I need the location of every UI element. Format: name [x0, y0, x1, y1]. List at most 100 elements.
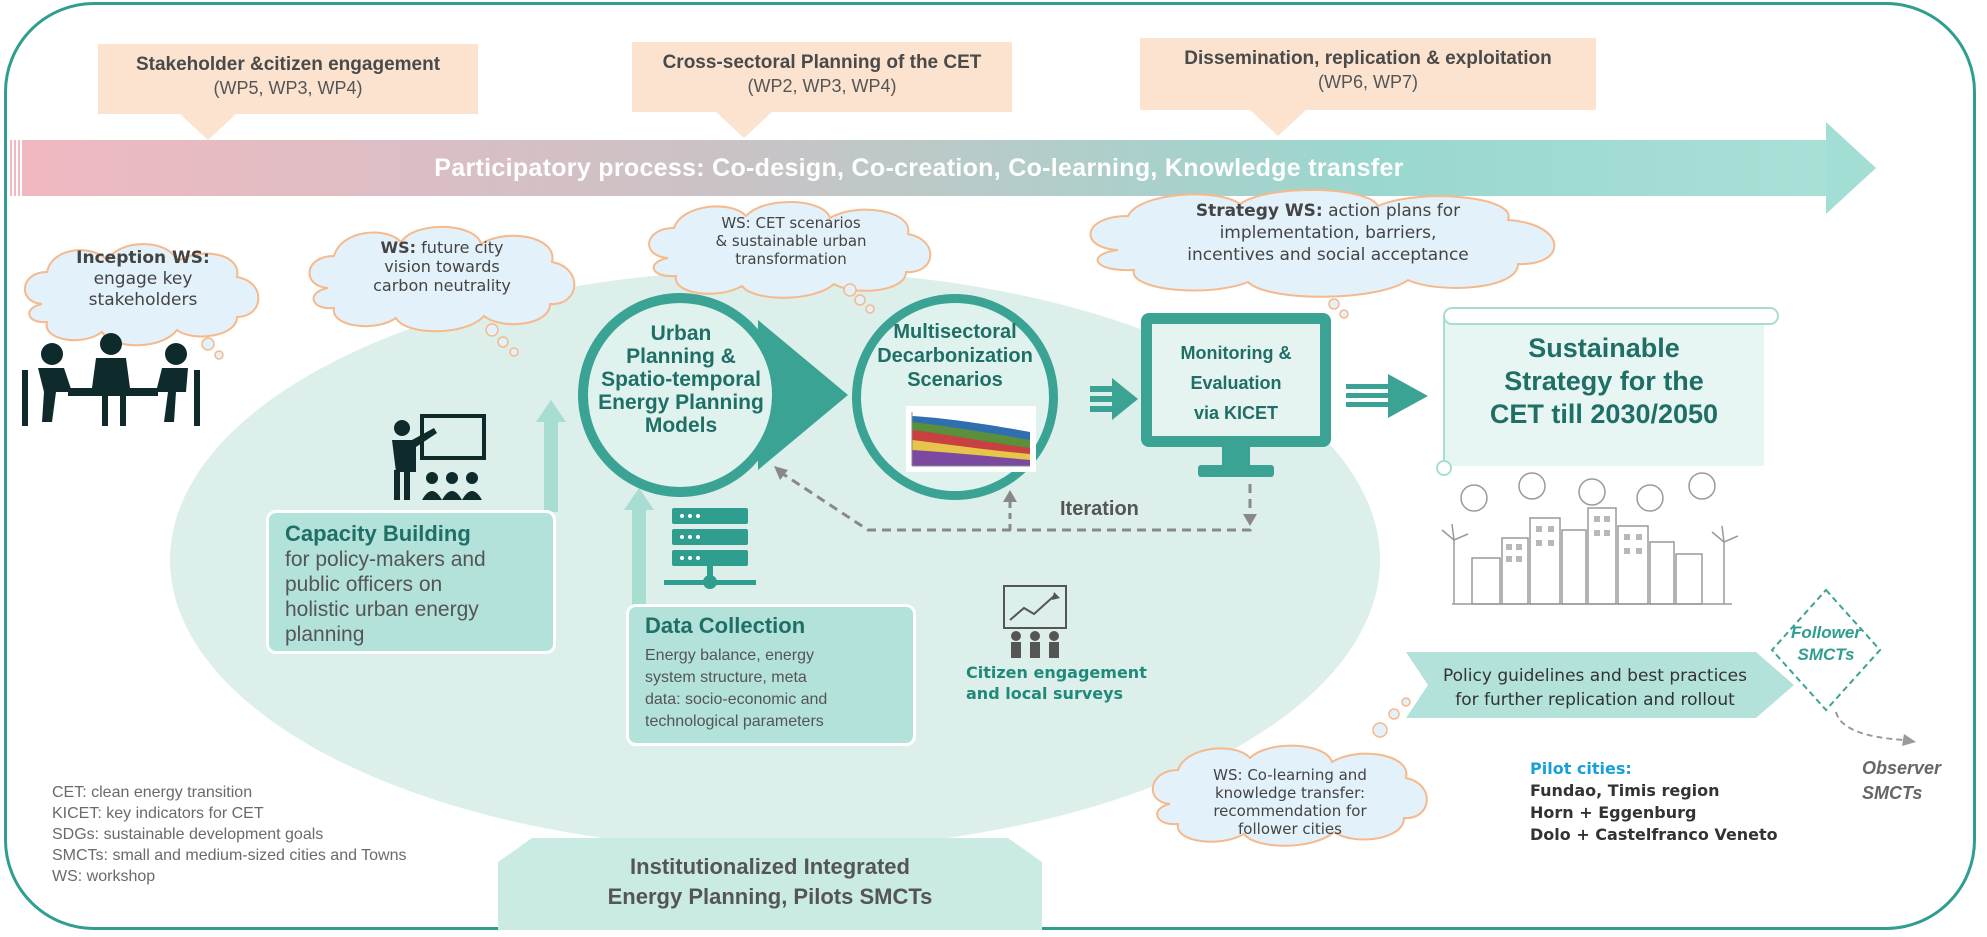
legend-item: CET: clean energy transition: [52, 784, 253, 801]
urban-line: Energy Planning: [598, 391, 764, 414]
colearn-line: WS: Co-learning and: [1213, 766, 1367, 784]
urban-line: Models: [644, 414, 718, 437]
arrow-stripes: [10, 140, 24, 196]
data-collection-title: Data Collection: [645, 613, 806, 638]
capacity-line: public officers on: [285, 573, 443, 596]
follower-line: Follower: [1791, 623, 1861, 642]
future-line: future city: [416, 238, 504, 257]
wp-title: Stakeholder &citizen engagement: [135, 54, 441, 75]
cet-line: & sustainable urban: [715, 232, 867, 250]
right-arrow-icon: [1346, 374, 1428, 418]
institutional-line: Energy Planning, Pilots SMCTs: [607, 884, 933, 909]
multisectoral-line: Scenarios: [907, 369, 1003, 391]
wp-box-planning: Cross-sectoral Planning of the CET (WP2,…: [632, 42, 1012, 112]
citizen-line: Citizen engagement: [966, 663, 1147, 682]
monitoring-line: Evaluation: [1190, 373, 1282, 393]
wp-title: Cross-sectoral Planning of the CET: [662, 52, 982, 73]
legend-item: SDGs: sustainable development goals: [52, 826, 324, 843]
data-collection-box: Data Collection Energy balance, energy s…: [626, 604, 916, 746]
wp-title: Dissemination, replication & exploitatio…: [1184, 48, 1552, 69]
wp-pointer: [716, 112, 772, 138]
capacity-line: planning: [285, 623, 365, 646]
urban-planning-shape: [578, 293, 848, 497]
monitoring-line: via KICET: [1193, 403, 1279, 423]
observer-smcts-label: Observer SMCTs: [1862, 756, 1941, 806]
wp-box-dissemination: Dissemination, replication & exploitatio…: [1140, 38, 1596, 110]
urban-line: Planning &: [626, 345, 736, 368]
capacity-line: holistic urban energy: [285, 598, 479, 621]
inception-line: engage key: [93, 269, 193, 289]
colearn-line: recommendation for: [1213, 802, 1367, 820]
cloud-icon: [24, 243, 260, 360]
legend-item: SMCTs: small and medium-sized cities and…: [52, 847, 407, 864]
scroll-banner-icon: [1436, 307, 1779, 476]
data-collection-line: technological parameters: [645, 713, 824, 730]
follower-line: SMCTs: [1797, 645, 1855, 664]
colearn-line: knowledge transfer:: [1214, 784, 1366, 802]
thought-bubbles-icon: [1372, 697, 1411, 738]
data-collection-line: system structure, meta: [645, 669, 807, 686]
wp-list: (WP5, WP3, WP4): [213, 78, 363, 98]
observer-line: SMCTs: [1862, 783, 1923, 803]
future-city-ws-cloud: WS: future city vision towards carbon ne…: [296, 218, 588, 357]
server-database-icon: [664, 508, 756, 589]
colearning-ws-cloud: WS: Co-learning and knowledge transfer: …: [1140, 742, 1440, 852]
strategy-line: implementation, barriers,: [1219, 223, 1437, 243]
citizen-engagement-label: Citizen engagement and local surveys: [966, 662, 1147, 704]
participatory-arrow: [10, 140, 1828, 196]
institutional-line: Institutionalized Integrated: [630, 854, 910, 879]
policy-line: for further replication and rollout: [1455, 690, 1735, 710]
strategy-title-line: CET till 2030/2050: [1489, 399, 1719, 429]
policy-arrow-shape: [1406, 652, 1794, 718]
dashed-arrow-icon: [1835, 711, 1916, 746]
multisectoral-line: Decarbonization: [877, 345, 1033, 367]
cloud-icon: [648, 200, 932, 314]
pilot-city: Horn + Eggenburg: [1530, 803, 1697, 822]
follower-diamond: [1770, 588, 1882, 712]
cet-scenarios-ws-cloud: WS: CET scenarios & sustainable urban tr…: [634, 196, 948, 314]
meeting-people-icon: [22, 333, 200, 426]
right-arrow-icon: [1090, 378, 1138, 420]
cet-line: WS: CET scenarios: [721, 214, 861, 232]
wp-list: (WP2, WP3, WP4): [747, 76, 897, 96]
cloud-icon: [308, 225, 576, 357]
strategy-ws-label: Strategy WS:: [1195, 201, 1323, 221]
inception-ws-cloud: Inception WS: engage key stakeholders: [12, 232, 274, 360]
iteration-loop: [774, 466, 1257, 532]
future-line: carbon neutrality: [373, 276, 511, 295]
observer-line: Observer: [1862, 758, 1942, 778]
urban-planning-label: Urban Planning & Spatio-temporal Energy …: [586, 322, 776, 437]
colearn-line: follower cities: [1238, 820, 1342, 838]
arrow-head-icon: [1826, 122, 1876, 214]
participatory-banner-text: Participatory process: Co-design, Co-cre…: [434, 154, 1404, 182]
cloud-icon: [1151, 744, 1428, 847]
up-arrow-icon: [624, 488, 654, 608]
monitor-icon: [1141, 313, 1331, 477]
capacity-title: Capacity Building: [285, 521, 471, 546]
cet-line: transformation: [735, 250, 847, 268]
legend-item: WS: workshop: [52, 868, 156, 885]
urban-line: Urban: [650, 322, 712, 345]
iteration-label: Iteration: [1060, 498, 1139, 520]
wp-pointer: [1250, 110, 1306, 136]
data-collection-line: Energy balance, energy: [645, 647, 814, 664]
wp-box-stakeholder: Stakeholder &citizen engagement (WP5, WP…: [98, 44, 478, 114]
strategy-title-line: Strategy for the: [1504, 366, 1704, 396]
teacher-board-icon: [392, 414, 486, 500]
future-line: vision towards: [384, 257, 500, 276]
citizen-survey-icon: [1003, 585, 1067, 658]
strategy-ws-cloud: Strategy WS: action plans for implementa…: [1068, 186, 1588, 319]
strategy-line: incentives and social acceptance: [1187, 245, 1469, 265]
wp-pointer: [180, 114, 236, 140]
urban-line: Spatio-temporal: [601, 368, 761, 391]
pilot-title: Pilot cities:: [1530, 759, 1632, 778]
legend-item: KICET: key indicators for CET: [52, 805, 264, 822]
pilot-city: Fundao, Timis region: [1530, 781, 1720, 800]
strategy-title-line: Sustainable: [1528, 333, 1680, 363]
follower-smcts-label: Follower SMCTs: [1778, 622, 1874, 666]
multisectoral-line: Multisectoral: [893, 321, 1017, 343]
cloud-icon: [1089, 188, 1556, 319]
smart-city-illustration: [1441, 472, 1739, 605]
inception-label: Inception WS:: [76, 248, 210, 268]
citizen-line: and local surveys: [966, 684, 1124, 703]
